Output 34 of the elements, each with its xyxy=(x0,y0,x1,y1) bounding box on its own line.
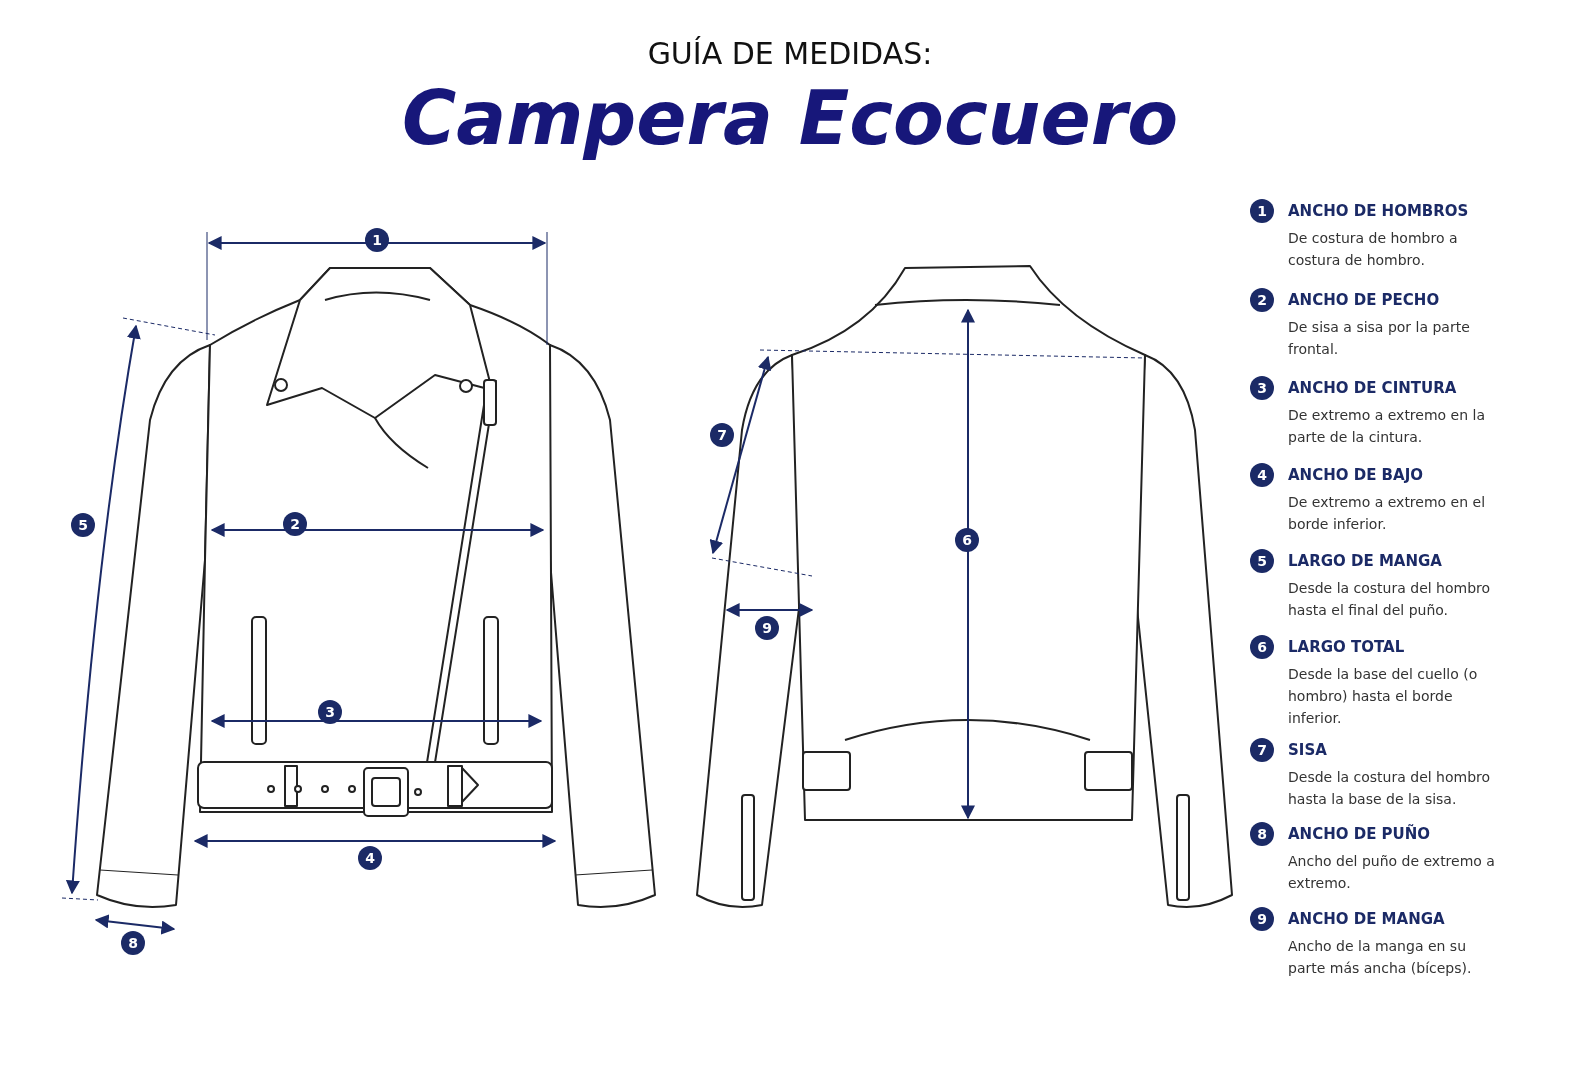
list-number: 1 xyxy=(1250,199,1274,223)
measure-heading: ANCHO DE PUÑO xyxy=(1288,825,1431,843)
measure-description: Ancho del puño de extremo a extremo. xyxy=(1288,852,1496,893)
callout-number: 7 xyxy=(710,423,734,447)
list-number: 9 xyxy=(1250,907,1274,931)
measure-description: Desde la base del cuello (o hombro) hasta el borde inferior. xyxy=(1288,665,1479,728)
list-number: 8 xyxy=(1250,822,1274,846)
list-number: 2 xyxy=(1250,288,1274,312)
callout-number: 5 xyxy=(71,513,95,537)
measure-description: De extremo a extremo en el borde inferior. xyxy=(1288,493,1487,534)
list-number: 3 xyxy=(1250,376,1274,400)
measure-heading: ANCHO DE CINTURA xyxy=(1288,379,1457,397)
measure-heading: LARGO DE MANGA xyxy=(1288,552,1442,570)
measure-heading: ANCHO DE MANGA xyxy=(1288,910,1445,928)
measure-description: De costura de hombro a costura de hombro. xyxy=(1288,229,1459,270)
measure-heading: SISA xyxy=(1288,741,1327,759)
callout-number: 8 xyxy=(121,931,145,955)
measure-description: Desde la costura del hombro hasta el final del puño. xyxy=(1288,579,1492,620)
list-number: 4 xyxy=(1250,463,1274,487)
measure-heading: LARGO TOTAL xyxy=(1288,638,1405,656)
measure-description: Desde la costura del hombro hasta la base de la sisa. xyxy=(1288,768,1492,809)
guide-heading: GUÍA DE MEDIDAS: xyxy=(646,36,934,71)
callout-number: 4 xyxy=(358,846,382,870)
measure-description: De extremo a extremo en la parte de la cintura. xyxy=(1288,406,1486,447)
measure-description: De sisa a sisa por la parte frontal. xyxy=(1288,318,1471,359)
measure-description: Ancho de la manga en su parte más ancha (bíceps). xyxy=(1288,937,1473,978)
measure-heading: ANCHO DE PECHO xyxy=(1288,291,1440,309)
callout-number: 1 xyxy=(365,228,389,252)
list-number: 6 xyxy=(1250,635,1274,659)
list-number: 5 xyxy=(1250,549,1274,573)
measure-heading: ANCHO DE BAJO xyxy=(1288,466,1423,484)
page-title: Campera Ecocuero xyxy=(401,75,1179,161)
measure-heading: ANCHO DE HOMBROS xyxy=(1288,202,1469,220)
list-number: 7 xyxy=(1250,738,1274,762)
